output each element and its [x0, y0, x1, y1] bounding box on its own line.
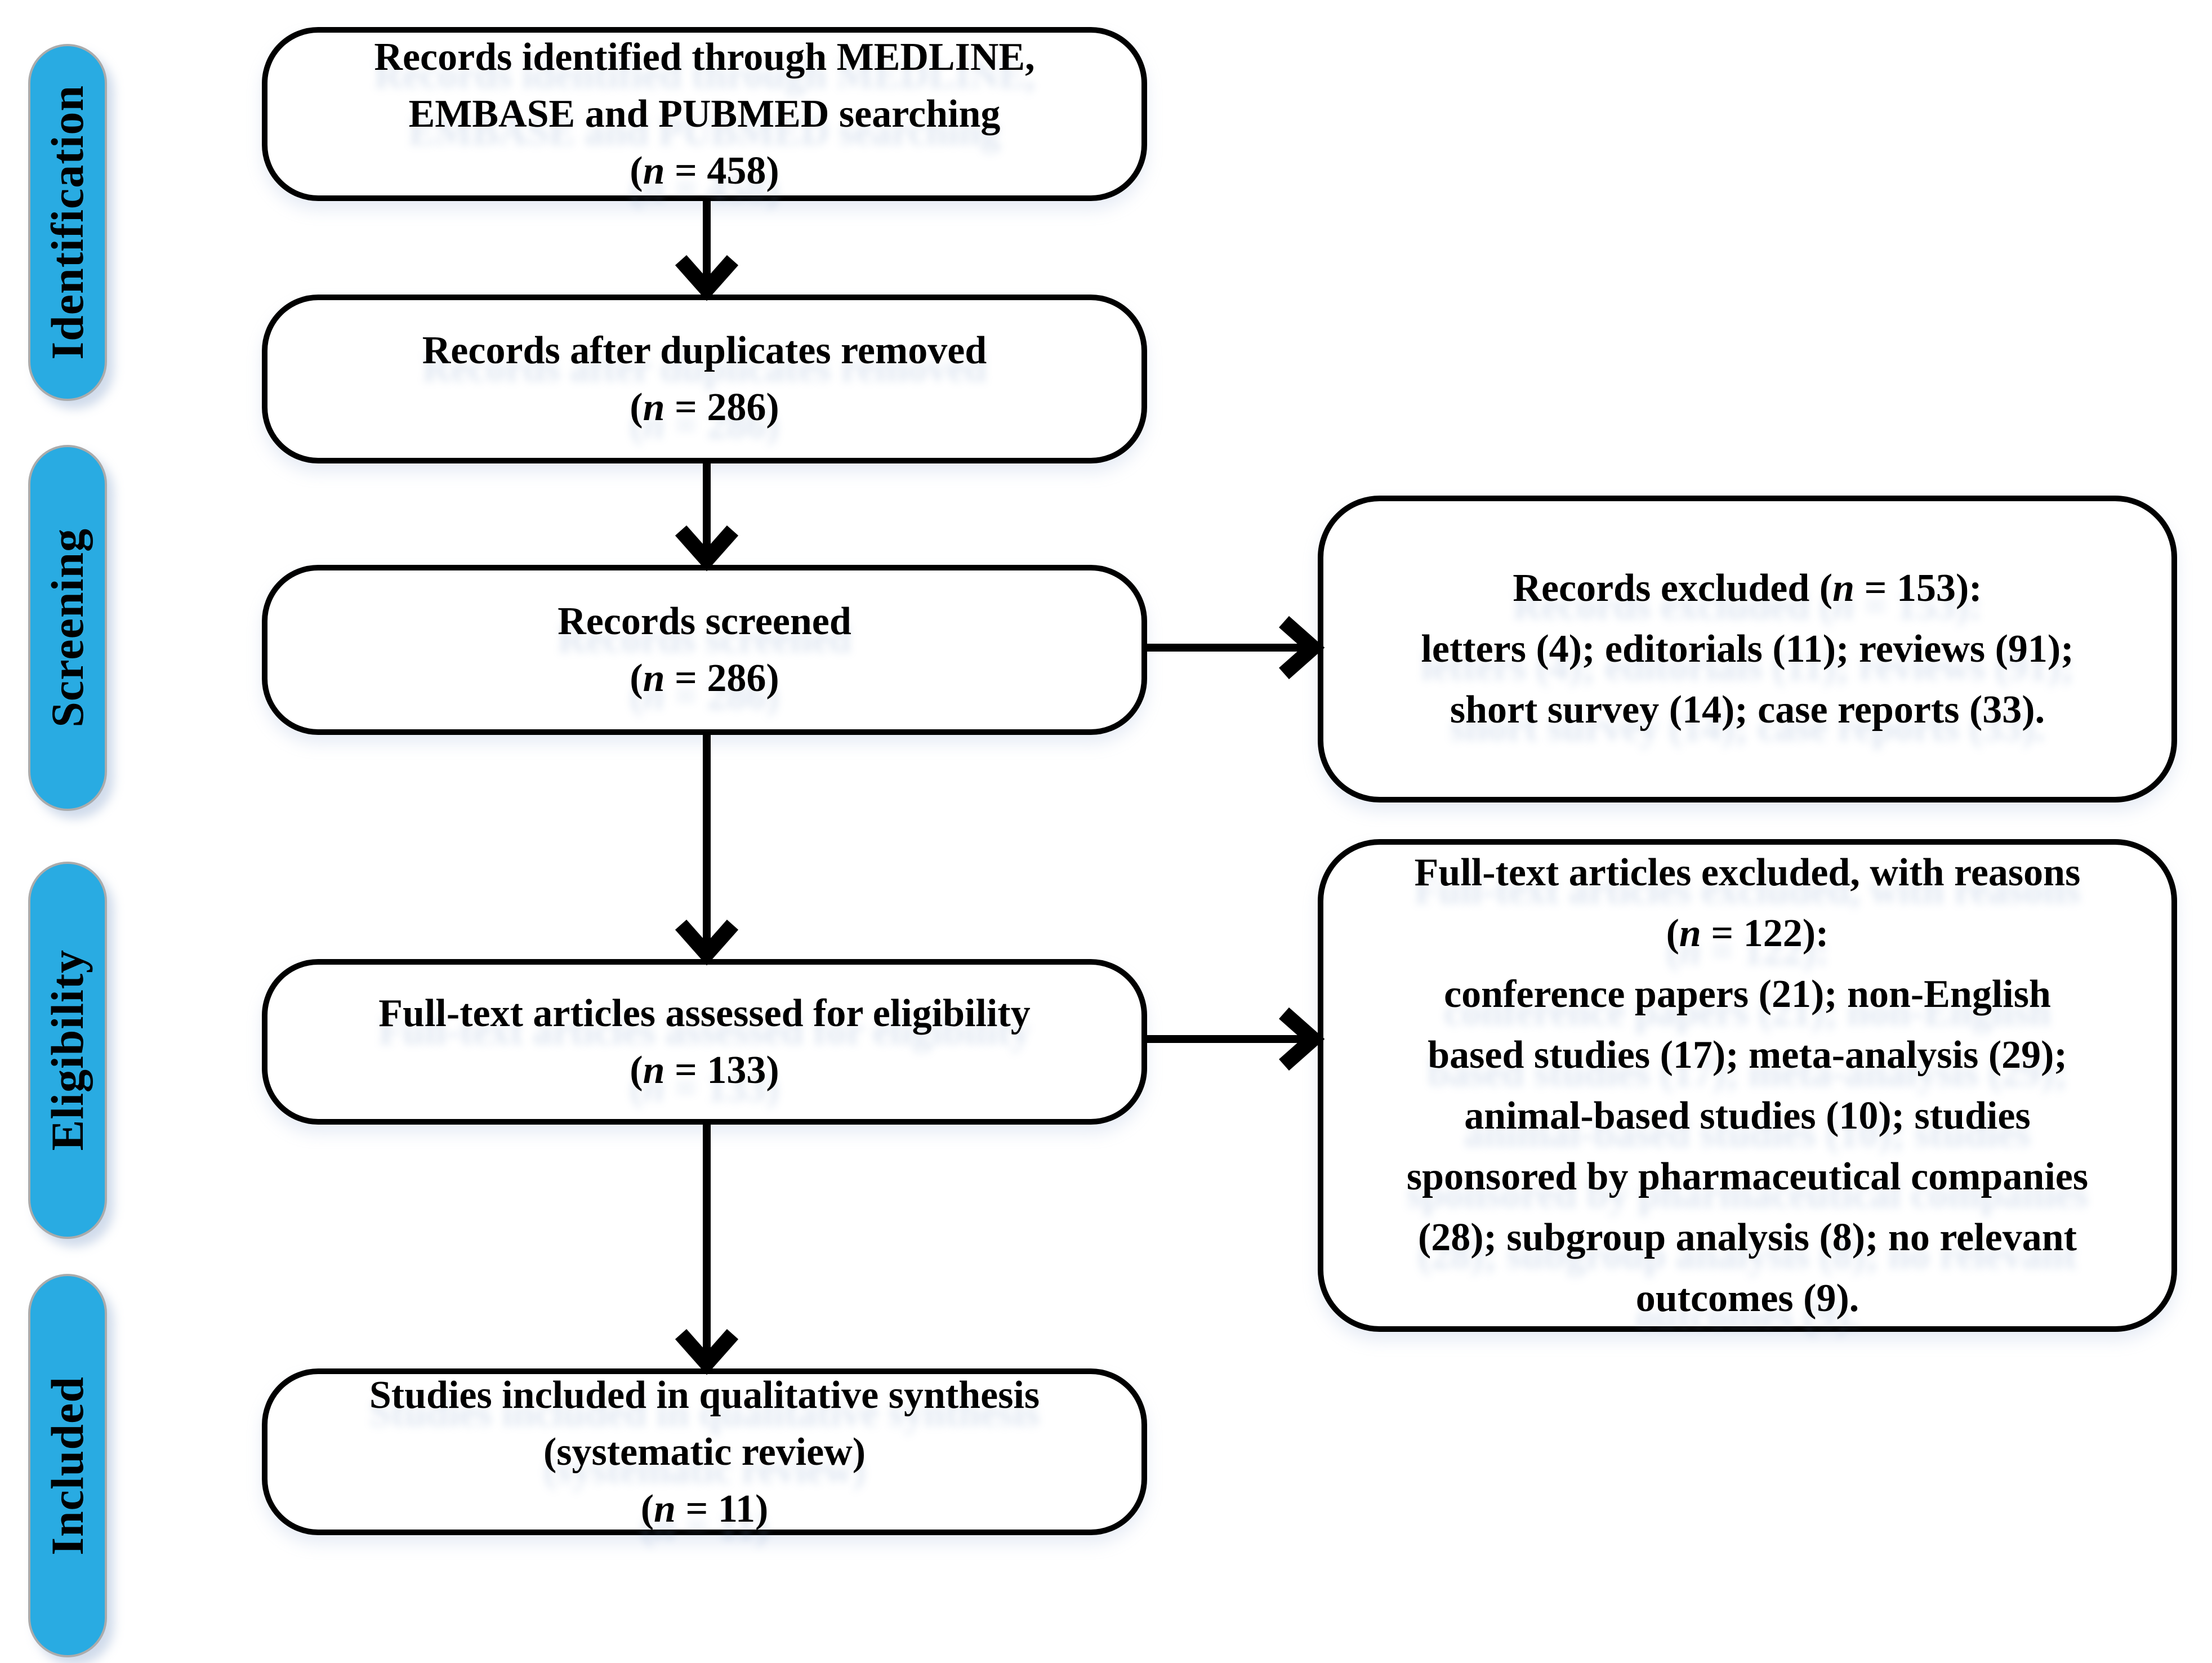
stage-pill-screening: Screening — [28, 445, 107, 811]
box-line: Full-text articles excluded, with reason… — [1414, 850, 2081, 894]
box-line: (systematic review) — [543, 1430, 866, 1474]
box-line: Records excluded (n = 153): — [1513, 566, 1982, 610]
arrow-fulltext-to-excluded — [1144, 1007, 1325, 1071]
stage-pill-identification: Identification — [28, 44, 107, 401]
exclusion-box-records-excluded: Records excluded (n = 153): letters (4);… — [1318, 496, 2177, 802]
box-line: (n = 286) — [630, 386, 779, 429]
box-line: (28); subgroup analysis (8); no relevant — [1417, 1215, 2077, 1259]
box-line: EMBASE and PUBMED searching — [408, 92, 1001, 136]
box-line: based studies (17); meta-analysis (29); — [1428, 1033, 2067, 1077]
box-line: (n = 286) — [630, 657, 779, 700]
box-line: animal-based studies (10); studies — [1464, 1094, 2031, 1138]
flow-box-duplicates-removed: Records after duplicates removed (n = 28… — [262, 295, 1147, 463]
box-line: letters (4); editorials (11); reviews (9… — [1421, 627, 2074, 671]
arrow-identified-to-duplicates — [675, 198, 739, 301]
flow-box-records-identified: Records identified through MEDLINE, EMBA… — [262, 27, 1147, 201]
arrow-duplicates-to-screened — [675, 462, 739, 572]
box-line: (n = 133) — [630, 1049, 779, 1092]
box-line: (n = 458) — [630, 149, 779, 193]
box-line: Records screened — [558, 600, 851, 643]
box-line: conference papers (21); non-English — [1444, 972, 2051, 1016]
box-line: Records identified through MEDLINE, — [374, 35, 1035, 79]
arrow-screened-to-excluded — [1144, 616, 1325, 680]
flow-box-fulltext-assessed: Full-text articles assessed for eligibil… — [262, 959, 1147, 1125]
box-line: Full-text articles assessed for eligibil… — [378, 992, 1031, 1035]
box-line: short survey (14); case reports (33). — [1450, 688, 2045, 732]
exclusion-box-fulltext-excluded: Full-text articles excluded, with reason… — [1318, 839, 2177, 1332]
box-line: sponsored by pharmaceutical companies — [1406, 1154, 2089, 1198]
box-line: (n = 122): — [1666, 911, 1829, 955]
arrow-screened-to-fulltext — [675, 732, 739, 966]
box-line: Records after duplicates removed — [422, 329, 987, 372]
stage-pill-included: Included — [28, 1274, 107, 1657]
box-line: Studies included in qualitative synthesi… — [369, 1373, 1040, 1417]
arrow-fulltext-to-included — [675, 1123, 739, 1375]
stage-pill-eligibility: Eligibility — [28, 862, 107, 1239]
box-line: outcomes (9). — [1635, 1276, 1859, 1320]
box-line: (n = 11) — [640, 1487, 769, 1531]
